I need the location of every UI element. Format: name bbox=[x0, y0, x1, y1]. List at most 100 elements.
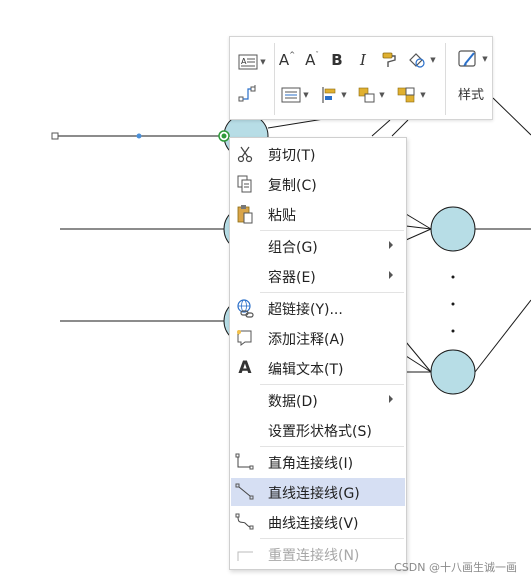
font-grow-button[interactable]: A^ bbox=[278, 51, 296, 69]
menu-item-add-comment[interactable]: 添加注释(A) bbox=[231, 324, 405, 352]
hyperlink-icon bbox=[233, 297, 257, 319]
connector-line[interactable] bbox=[405, 228, 432, 241]
italic-icon: I bbox=[360, 51, 366, 69]
connector-line[interactable] bbox=[492, 97, 531, 136]
connector-line[interactable] bbox=[405, 355, 432, 373]
menu-item-paste[interactable]: 粘贴 bbox=[231, 200, 405, 228]
text-box-button[interactable]: A ▼ bbox=[234, 51, 270, 73]
menu-item-label: 复制(C) bbox=[268, 178, 317, 194]
context-menu: 剪切(T) 复制(C) 粘贴 组合(G) 容器(E) bbox=[229, 137, 407, 570]
paste-icon bbox=[233, 203, 257, 225]
shape-fill-button[interactable]: ▼ bbox=[402, 49, 440, 71]
align-text-icon bbox=[281, 87, 301, 103]
reset-connector-icon bbox=[233, 543, 257, 565]
selection-handle-end-dot bbox=[221, 133, 227, 139]
right-angle-connector-icon bbox=[233, 451, 257, 473]
menu-item-label: 编辑文本(T) bbox=[268, 362, 344, 378]
menu-divider bbox=[260, 384, 404, 385]
connector-line[interactable] bbox=[391, 119, 409, 137]
straight-connector-icon bbox=[233, 481, 257, 503]
menu-item-label: 数据(D) bbox=[268, 394, 318, 410]
format-painter-icon bbox=[382, 52, 396, 67]
chevron-down-icon: ▼ bbox=[260, 58, 266, 66]
menu-item-container[interactable]: 容器(E) bbox=[231, 262, 405, 290]
align-text-button[interactable]: ▼ bbox=[277, 84, 313, 106]
watermark: CSDN @十八画生诚一画 bbox=[394, 561, 517, 574]
align-shapes-button[interactable]: ▼ bbox=[318, 84, 350, 106]
menu-item-label: 直线连接线(G) bbox=[268, 486, 360, 502]
bring-forward-button[interactable]: ▼ bbox=[354, 84, 388, 106]
connector-line[interactable] bbox=[405, 213, 432, 230]
connector-line[interactable] bbox=[474, 299, 531, 373]
bring-forward-icon bbox=[358, 87, 375, 103]
submenu-arrow-icon bbox=[389, 241, 393, 249]
menu-divider bbox=[260, 446, 404, 447]
ellipsis-dot bbox=[451, 302, 455, 306]
shape-fill-icon bbox=[409, 53, 425, 68]
menu-item-cut[interactable]: 剪切(T) bbox=[231, 140, 405, 168]
quick-style-icon bbox=[458, 50, 476, 67]
submenu-arrow-icon bbox=[389, 271, 393, 279]
menu-item-curved-connector[interactable]: 曲线连接线(V) bbox=[231, 508, 405, 536]
menu-item-label: 直角连接线(I) bbox=[268, 456, 354, 472]
connector-tool-button[interactable] bbox=[234, 83, 262, 105]
connector-line[interactable] bbox=[371, 119, 391, 137]
font-grow-icon: A bbox=[278, 51, 290, 69]
edit-text-glyph: A bbox=[238, 358, 252, 378]
menu-item-reset-connector: 重置连接线(N) bbox=[231, 540, 405, 568]
menu-item-label: 容器(E) bbox=[268, 270, 316, 286]
bold-button[interactable]: B bbox=[327, 49, 347, 71]
menu-item-right-angle-connector[interactable]: 直角连接线(I) bbox=[231, 448, 405, 476]
menu-item-label: 组合(G) bbox=[268, 240, 318, 256]
menu-item-group[interactable]: 组合(G) bbox=[231, 232, 405, 260]
submenu-arrow-icon bbox=[389, 395, 393, 403]
menu-divider bbox=[260, 538, 404, 539]
menu-divider bbox=[260, 230, 404, 231]
comment-icon bbox=[233, 327, 257, 349]
menu-item-format-shape[interactable]: 设置形状格式(S) bbox=[231, 416, 405, 444]
quick-style-button[interactable]: ▼ bbox=[452, 45, 492, 73]
menu-item-label: 剪切(T) bbox=[268, 148, 316, 164]
align-shapes-icon bbox=[322, 87, 336, 103]
network-node[interactable] bbox=[430, 206, 476, 252]
network-node[interactable] bbox=[430, 349, 476, 395]
text-box-icon: A bbox=[238, 54, 258, 70]
menu-item-label: 曲线连接线(V) bbox=[268, 516, 359, 532]
connector-tool-icon bbox=[238, 85, 256, 102]
selection-handle-midpoint[interactable] bbox=[136, 133, 142, 139]
menu-item-copy[interactable]: 复制(C) bbox=[231, 170, 405, 198]
chevron-down-icon: ▼ bbox=[379, 91, 385, 99]
menu-item-hyperlink[interactable]: 超链接(Y)... bbox=[231, 294, 405, 322]
chevron-down-icon: ▼ bbox=[482, 55, 488, 63]
connector-line[interactable] bbox=[405, 225, 432, 230]
menu-item-label: 设置形状格式(S) bbox=[268, 424, 372, 440]
menu-item-label: 超链接(Y)... bbox=[268, 302, 343, 318]
selection-handle-start[interactable] bbox=[51, 132, 59, 140]
svg-text:A: A bbox=[241, 57, 247, 66]
style-label[interactable]: 样式 bbox=[457, 88, 484, 103]
menu-item-data[interactable]: 数据(D) bbox=[231, 386, 405, 414]
scissors-icon bbox=[233, 143, 257, 165]
chevron-down-icon: ▼ bbox=[303, 91, 309, 99]
send-backward-button[interactable]: ▼ bbox=[392, 84, 430, 106]
menu-item-edit-text[interactable]: A 编辑文本(T) bbox=[231, 354, 405, 382]
italic-button[interactable]: I bbox=[353, 49, 373, 71]
format-painter-button[interactable] bbox=[378, 49, 400, 71]
connector-line[interactable] bbox=[405, 341, 432, 373]
send-backward-icon bbox=[397, 87, 415, 103]
chevron-down-icon: ▼ bbox=[420, 91, 426, 99]
ellipsis-dot bbox=[451, 329, 455, 333]
bold-icon: B bbox=[331, 51, 343, 69]
chevron-down-icon: ▼ bbox=[341, 91, 347, 99]
copy-icon bbox=[233, 173, 257, 195]
curved-connector-icon bbox=[233, 511, 257, 533]
menu-item-straight-connector[interactable]: 直线连接线(G) bbox=[231, 478, 405, 506]
menu-item-label: 粘贴 bbox=[268, 208, 296, 224]
chevron-down-icon: ▼ bbox=[430, 56, 436, 64]
toolbar-divider bbox=[445, 43, 446, 115]
edit-text-icon: A bbox=[233, 357, 257, 379]
menu-item-label: 添加注释(A) bbox=[268, 332, 345, 348]
menu-divider bbox=[260, 292, 404, 293]
